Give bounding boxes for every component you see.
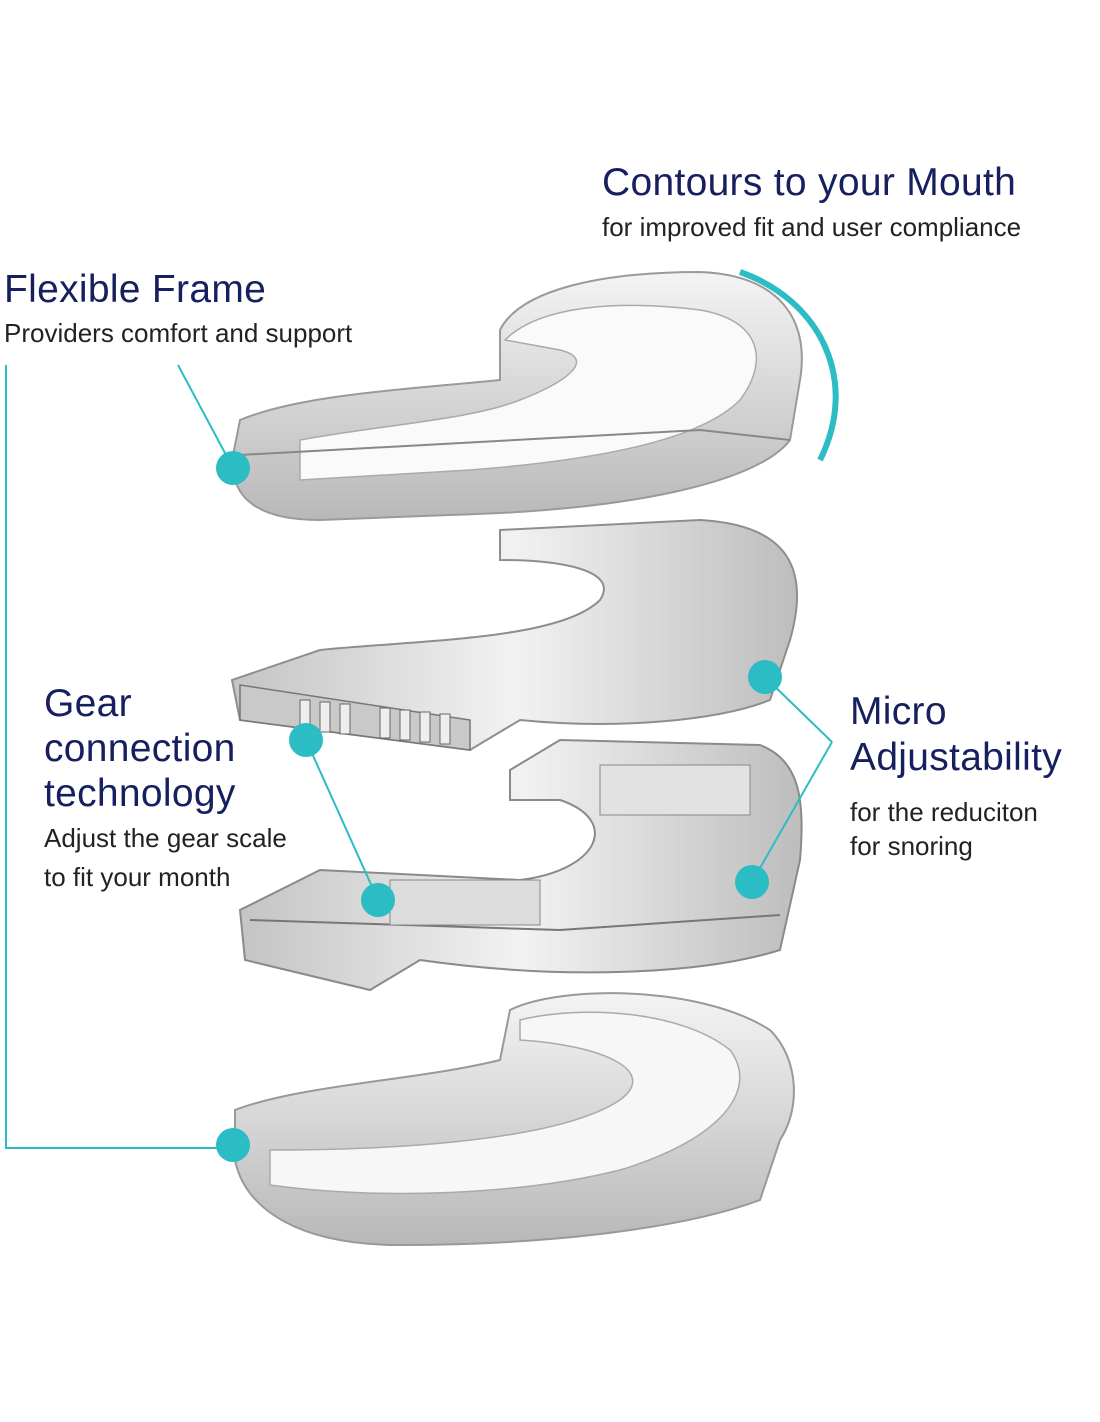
micro-title-line-1: Micro [850, 690, 947, 733]
callout-dots [216, 451, 782, 1162]
contour-arc [739, 269, 839, 462]
lower-tray-layer [234, 992, 795, 1247]
micro-adjust-dot-lower [735, 865, 769, 899]
contours-title: Contours to your Mouth [602, 161, 1017, 204]
gear-title-line-1: Gear [44, 682, 132, 725]
gear-title-line-3: technology [44, 772, 236, 815]
lower-tray-dot [216, 1128, 250, 1162]
micro-title-line-2: Adjustability [850, 736, 1063, 779]
flexible-frame-title: Flexible Frame [4, 268, 267, 311]
adjustment-plate-layer [238, 738, 803, 992]
gear-subtitle-line-1: Adjust the gear scale [44, 823, 287, 853]
contours-subtitle: for improved fit and user compliance [602, 212, 1022, 242]
micro-subtitle-line-2: for snoring [850, 831, 973, 861]
flexible-frame-dot [216, 451, 250, 485]
gear-plate-layer [230, 518, 798, 752]
gear-dot-lower [361, 883, 395, 917]
micro-subtitle-line-1: for the reduciton [850, 797, 1038, 827]
gear-subtitle-line-2: to fit your month [44, 862, 231, 892]
gear-title-line-2: connection [44, 727, 236, 770]
gear-dot-upper [289, 723, 323, 757]
micro-adjust-dot-upper [748, 660, 782, 694]
upper-tray-layer [230, 270, 803, 522]
flexible-frame-subtitle: Providers comfort and support [4, 318, 353, 348]
